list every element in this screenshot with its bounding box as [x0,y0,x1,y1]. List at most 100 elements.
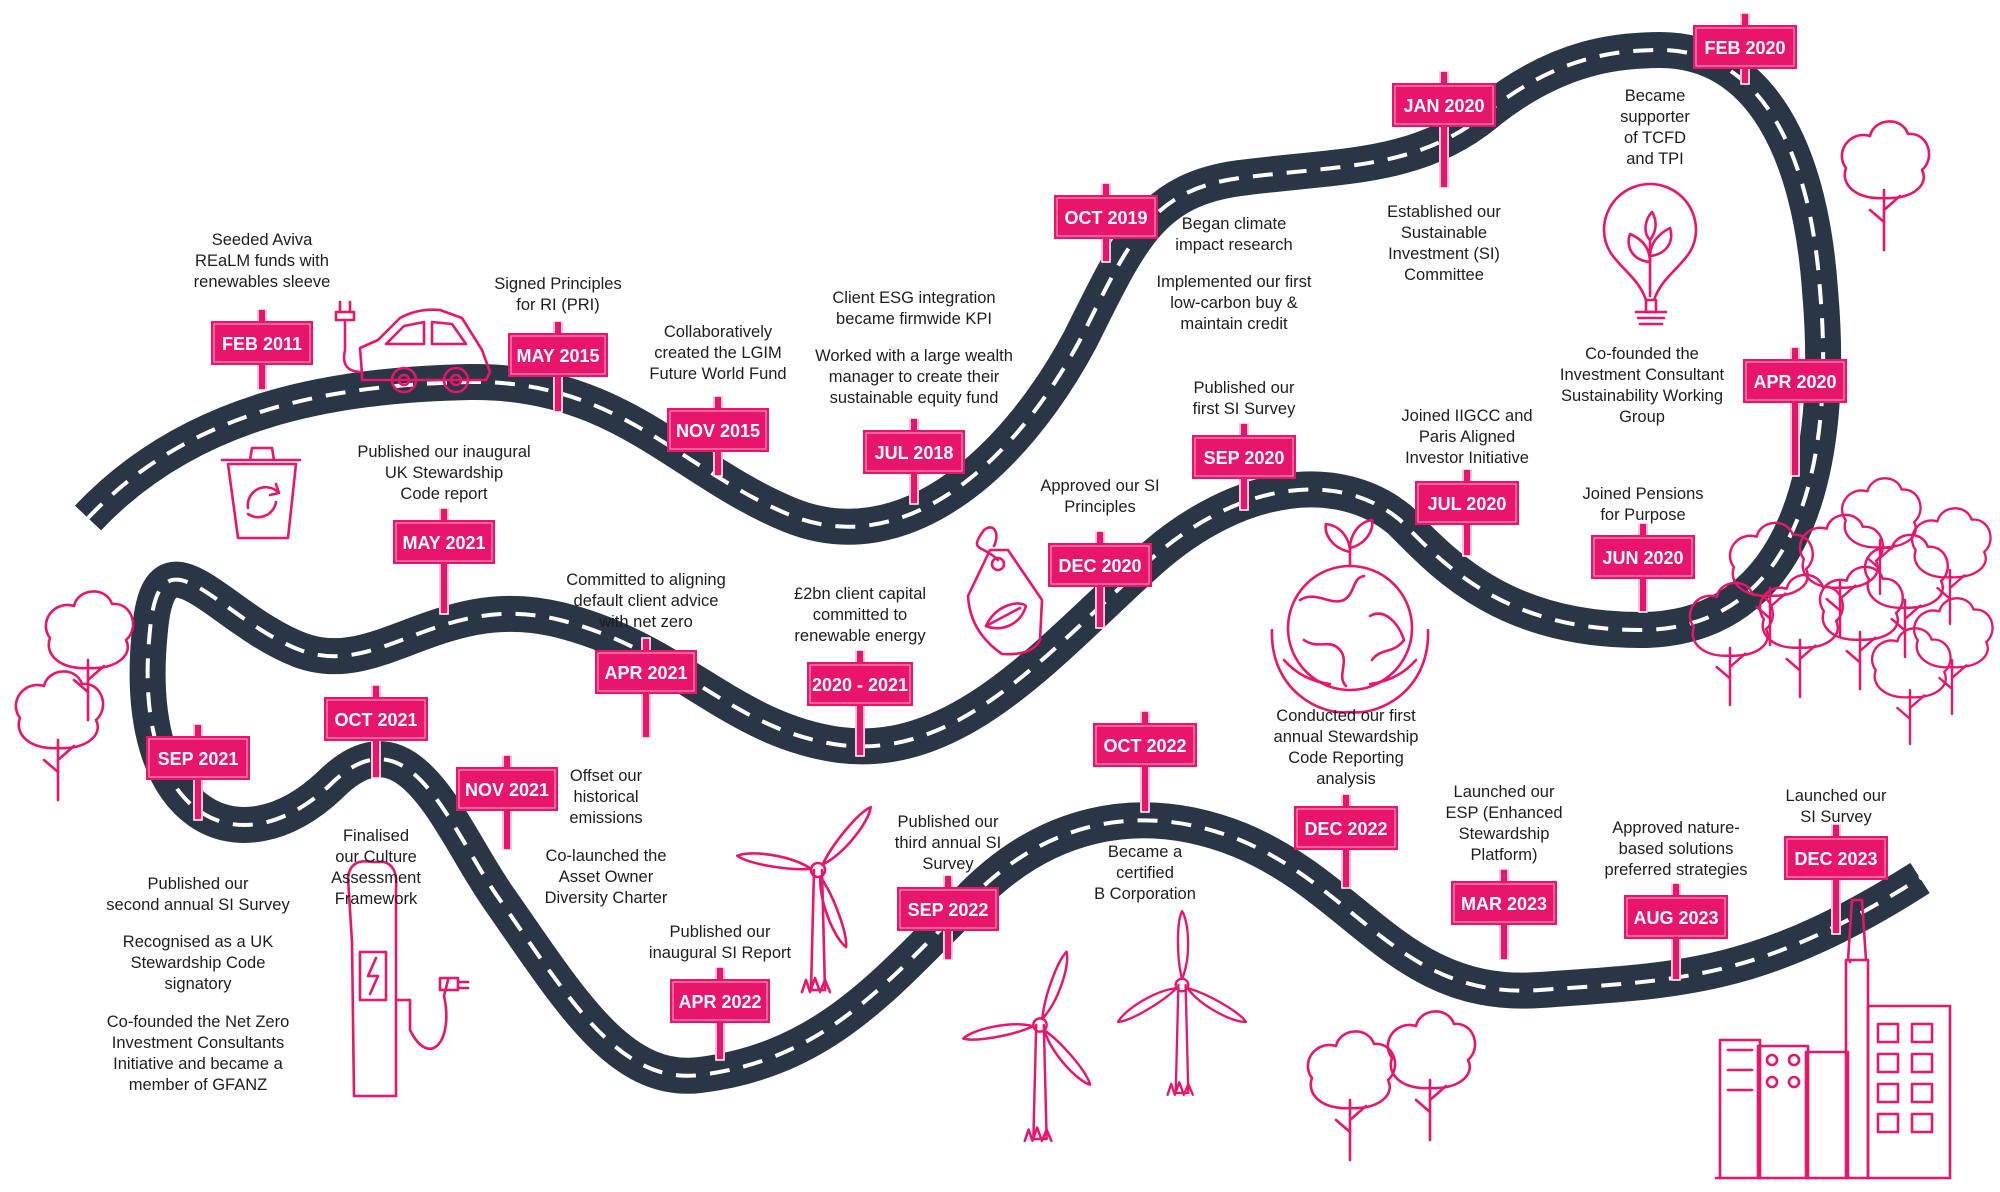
sign-board-inner-line [1593,537,1693,577]
tree-icon [1758,573,1844,699]
sign-board-inner-line [1417,483,1517,523]
milestone-sign: AUG 2023 [1624,882,1728,981]
sign-board-inner-line [1394,85,1494,125]
sign-board-inner-line [148,738,248,778]
wind-turbine-icon [962,950,1092,1143]
milestone-note: Signed Principles for RI (PRI) [494,275,622,314]
milestone-date: JUL 2020 [1428,494,1507,514]
milestone-note: Approved our SI Principles [1040,477,1160,516]
milestone-date: APR 2020 [1753,372,1836,392]
milestone-note: Launched our SI Survey [1785,787,1887,826]
milestone-sign: DEC 2020 [1048,530,1152,629]
sign-post-outline [1439,70,1449,189]
sign-board-inner-line [1296,808,1396,848]
milestone-sign: NOV 2015 [667,395,769,477]
milestone-note: £2bn client capital committed to renewab… [793,585,927,645]
milestone-note: Recognised as a UK Stewardship Code sign… [122,933,274,993]
globe-in-hands-icon [1270,518,1430,714]
sign-board [1784,836,1888,880]
sign-board [1451,881,1557,925]
sign-board [807,662,913,706]
tree-icon [1840,477,1922,596]
sign-board [1093,723,1197,767]
sign-board [1192,435,1296,479]
sign-board [1392,83,1496,127]
sign-board-inner-line [1095,725,1195,765]
milestone-date: OCT 2021 [334,710,417,730]
sign-board [146,736,250,780]
sign-post [1790,347,1800,476]
milestone-note: Client ESG integration became firmwide K… [832,289,996,328]
sign-board [1294,806,1398,850]
tree-icon [1910,507,1992,626]
milestone-sign: FEB 2011 [211,308,313,391]
city-buildings-icon [1714,898,1952,1180]
milestone-date: OCT 2019 [1064,208,1147,228]
milestone-date: DEC 2022 [1304,819,1387,839]
milestone-date: DEC 2020 [1058,556,1141,576]
milestone-date: JUN 2020 [1602,548,1683,568]
sign-board-inner-line [1453,883,1555,923]
sign-board [1415,481,1519,525]
milestone-note: Published our inaugural UK Stewardship C… [357,443,531,503]
milestone-date: NOV 2015 [676,421,760,441]
sign-board-inner-line [597,652,695,692]
milestone-note: Approved nature- based solutions preferr… [1604,819,1748,879]
milestone-sign: MAY 2021 [393,507,495,615]
milestone-sign: SEP 2021 [146,723,250,821]
milestone-note: Joined IIGCC and Paris Aligned Investor … [1401,407,1533,467]
milestone-date: SEP 2022 [908,900,989,920]
milestone-sign: SEP 2022 [897,874,999,961]
milestone-date: AUG 2023 [1633,908,1718,928]
tree-icon [1870,627,1952,746]
sign-board-inner-line [1695,27,1795,67]
milestone-date: SEP 2020 [1204,448,1285,468]
sign-board-inner-line [865,432,963,472]
milestone-sign: NOV 2021 [456,754,558,851]
milestone-date: JUL 2018 [875,443,954,463]
sign-board-inner-line [395,522,493,562]
milestone-date: DEC 2023 [1794,849,1877,869]
lightbulb-plant-icon [1602,182,1698,326]
milestone-note: Became a certified B Corporation [1094,843,1196,903]
milestone-date: FEB 2020 [1704,38,1785,58]
sign-board [508,333,608,377]
sign-board-inner-line [669,410,767,450]
sign-board [324,697,428,741]
sign-board [1591,535,1695,579]
sign-board [1743,359,1847,403]
milestone-sign: MAR 2023 [1451,868,1557,961]
milestone-sign: JUN 2020 [1591,522,1695,613]
milestone-sign: JAN 2020 [1392,70,1496,189]
milestone-note: Co-founded the Investment Consultant Sus… [1559,345,1725,426]
price-tag-leaf-icon [966,526,1044,656]
sign-board-inner-line [1194,437,1294,477]
tree-icon [1912,597,1994,716]
milestone-sign: SEP 2020 [1192,422,1296,511]
sign-board-inner-line [1745,361,1845,401]
milestone-date: 2020 - 2021 [812,675,908,695]
milestone-sign: JUL 2018 [863,417,965,505]
milestone-sign: APR 2022 [670,966,770,1061]
ev-charger-icon [346,860,470,1098]
tree-icon [44,590,135,722]
sign-board [456,767,558,811]
milestone-note: Established our Sustainable Investment (… [1387,203,1501,284]
tree-icon [1386,1010,1477,1142]
milestone-note: Offset our historical emissions [569,767,643,827]
sign-board-inner-line [1786,838,1886,878]
sign-board-inner-line [510,335,606,375]
milestone-sign: APR 2020 [1743,346,1847,477]
milestone-sign: MAY 2015 [508,320,608,413]
electric-car-icon [334,300,492,394]
milestone-note: Worked with a large wealth manager to cr… [815,347,1013,407]
tree-icon [1863,533,1949,659]
milestone-sign: 2020 - 2021 [807,649,913,757]
milestone-note: Launched our ESP (Enhanced Stewardship P… [1445,783,1563,864]
milestone-note: Co-launched the Asset Owner Diversity Ch… [544,847,668,907]
sign-board [1624,895,1728,939]
sign-board-inner-line [1050,545,1150,585]
sign-post-outline [1790,346,1800,477]
tree-icon [1728,521,1814,647]
